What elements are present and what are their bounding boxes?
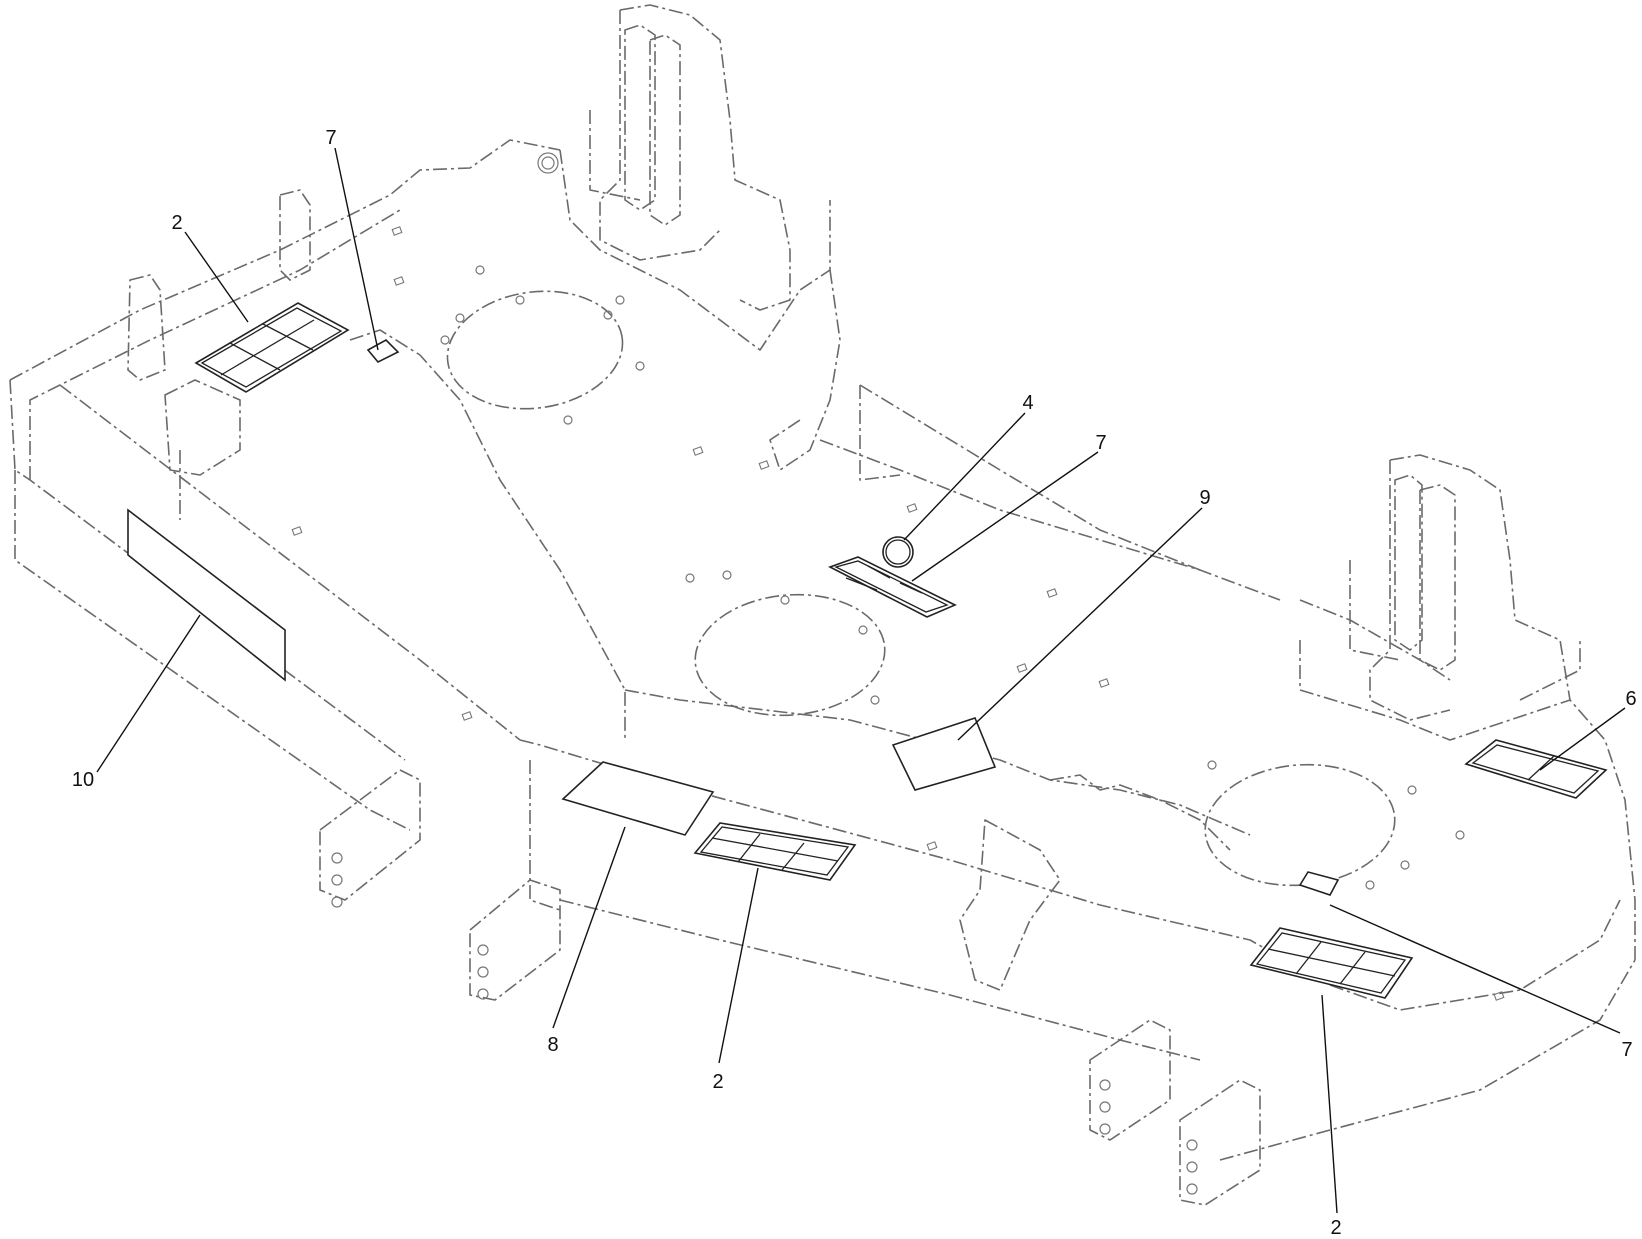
callout-2-upper-left: 2 <box>171 212 182 234</box>
callout-9: 9 <box>1199 487 1210 509</box>
callout-6: 6 <box>1625 688 1636 710</box>
callout-2-lower-center: 2 <box>712 1071 723 1093</box>
decal-8 <box>561 761 715 836</box>
deck-outline <box>9 139 1636 1206</box>
square-slots <box>291 226 1505 1001</box>
callout-labels: 2 7 4 7 9 10 6 8 2 7 2 <box>72 127 1637 1239</box>
decal-2-upper-left <box>194 302 350 393</box>
decal-2-lower-center <box>693 822 857 881</box>
decal-9 <box>891 717 997 791</box>
callout-7-top: 7 <box>325 127 336 149</box>
callout-8: 8 <box>547 1034 558 1056</box>
decal-7-center <box>827 556 957 618</box>
right-lift-post <box>1299 454 1571 721</box>
decal-7-top <box>366 339 400 363</box>
decal-6 <box>1464 739 1608 799</box>
left-lift-post <box>589 4 791 311</box>
callout-7-lower-right: 7 <box>1621 1039 1632 1061</box>
decal-7-lower-right <box>1298 871 1340 896</box>
decal-4-circle <box>882 536 914 568</box>
callout-7-center: 7 <box>1095 432 1106 454</box>
leader-lines <box>96 147 1626 1214</box>
mounting-holes <box>331 152 1465 1195</box>
callout-2-lower-right: 2 <box>1330 1217 1341 1239</box>
decal-2-lower-right <box>1249 927 1414 999</box>
callout-10: 10 <box>72 769 94 791</box>
decal-10-side <box>127 508 286 682</box>
spindle-holes <box>446 290 1396 887</box>
callout-4: 4 <box>1022 392 1033 414</box>
